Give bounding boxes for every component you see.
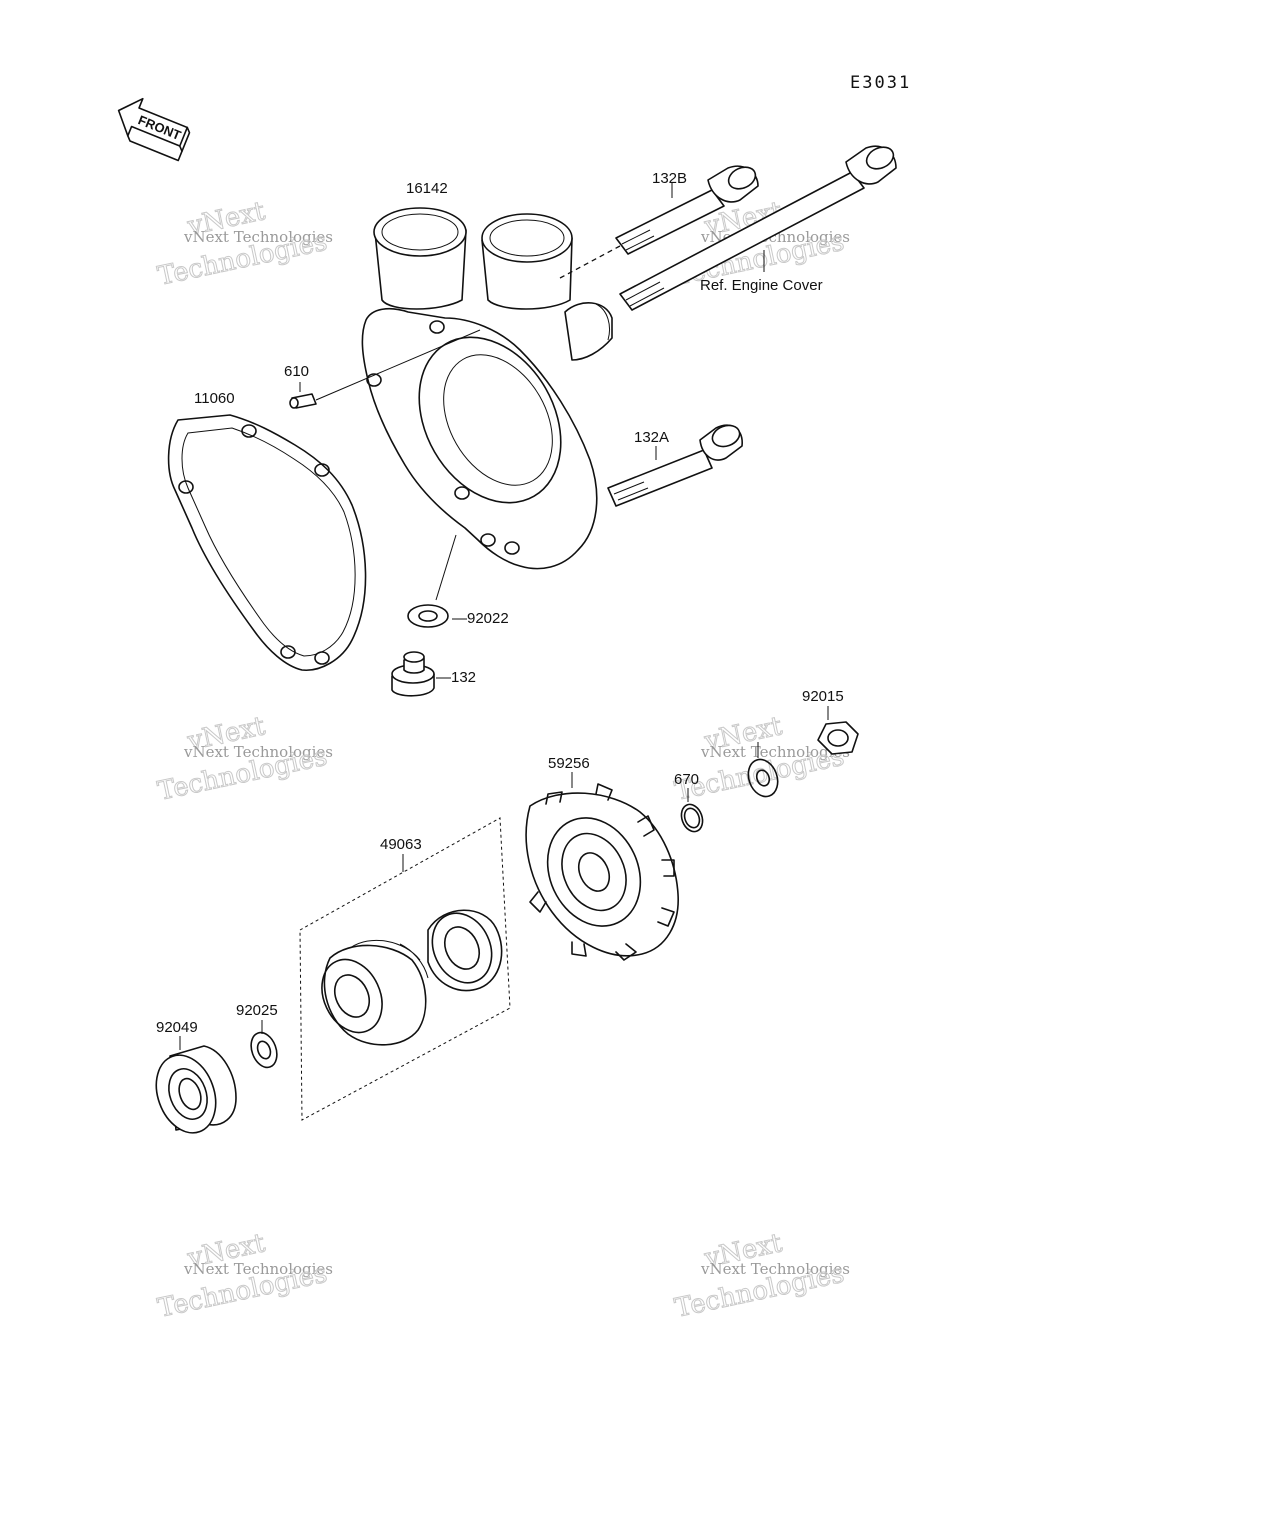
washer-92022 [407,534,457,628]
watermark-text: vNext Technologies [183,1260,333,1278]
oil-seal-92049 [155,1036,237,1134]
watermark-bottom-left: vNext vNext Technologies Technologies [155,1228,333,1325]
watermark-text: vNext Technologies [700,743,850,761]
bolt-132b [615,165,759,255]
watermark-text: vNext Technologies [183,228,333,246]
label-49063: 49063 [380,836,422,853]
o-ring-670 [680,788,704,833]
washer-impeller [747,742,779,798]
label-92025: 92025 [236,1002,278,1019]
impeller-59256 [525,772,679,961]
gasket-11060 [167,414,367,671]
front-arrow-icon: FRONT [117,97,191,162]
label-92015: 92015 [802,688,844,705]
diagram-code: E3031 [850,73,911,93]
label-132: —132 [436,669,476,686]
washer-92025 [250,1020,278,1069]
label-92049: 92049 [156,1019,198,1036]
label-610: 610 [284,363,309,380]
label-92022: —92022 [452,610,509,627]
watermark-mid-left: vNext vNext Technologies Technologies [155,711,333,808]
dowel-pin-610 [289,329,481,409]
mechanical-seal-49063 [299,817,511,1121]
label-ref-engine-cover: Ref. Engine Cover [700,277,823,294]
bolt-ref-engine-cover [559,145,897,311]
watermark-bottom-right: vNext vNext Technologies Technologies [672,1228,850,1325]
label-11060: 11060 [194,390,235,407]
label-132a: 132A [634,429,669,446]
watermark-text: vNext Technologies [700,1260,850,1278]
label-670: 670 [674,771,699,788]
bolt-132a [607,424,743,507]
label-132b: 132B [652,170,687,187]
label-16142: 16142 [406,180,448,197]
pump-cover-16142 [361,207,613,570]
label-59256: 59256 [548,755,590,772]
nut-92015 [817,706,859,755]
watermark-top-left: vNext vNext Technologies Technologies [155,196,333,293]
watermark-text: vNext Technologies [183,743,333,761]
drain-bolt-132 [391,651,435,697]
